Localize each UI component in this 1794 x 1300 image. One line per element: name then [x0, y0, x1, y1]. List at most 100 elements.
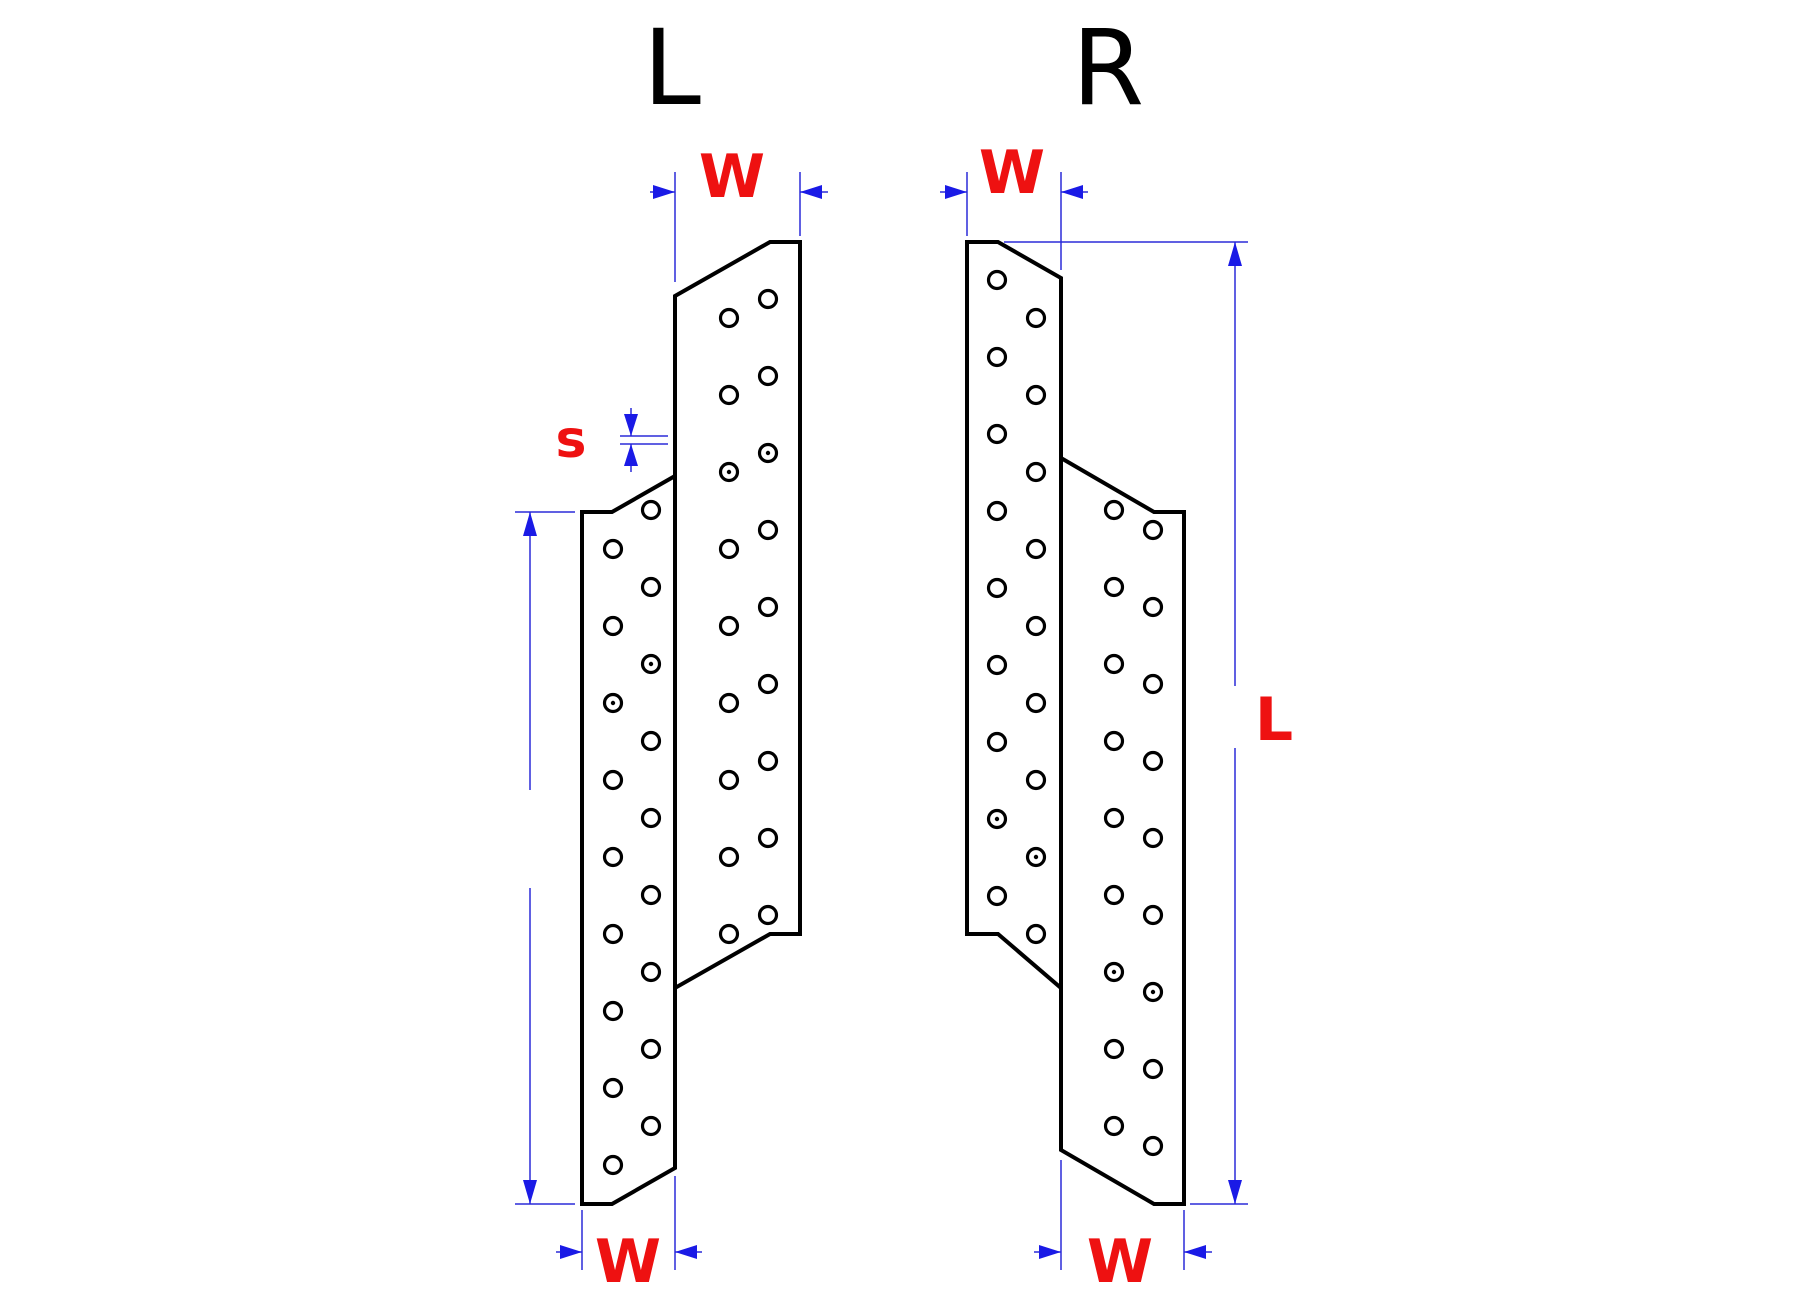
- arrow-left-icon: [800, 185, 822, 199]
- left-lower-plate-holes: [602, 499, 662, 1176]
- hole-icon: [986, 885, 1008, 907]
- hole-center-mark: [765, 450, 771, 456]
- hole-icon: [718, 692, 740, 714]
- hole-center-mark: [1150, 989, 1156, 995]
- arrow-up-icon: [523, 512, 537, 536]
- hole-icon: [640, 499, 662, 521]
- hole-icon: [1103, 1038, 1125, 1060]
- hole-icon: [757, 596, 779, 618]
- hole-icon: [718, 846, 740, 868]
- hole-icon: [640, 961, 662, 983]
- hole-icon: [757, 519, 779, 541]
- dimension-right-top-width: W: [940, 138, 1088, 270]
- arrow-left-icon: [1184, 1245, 1206, 1259]
- dimension-left-length: [515, 511, 575, 1205]
- hole-icon: [1142, 1135, 1164, 1157]
- left-top-width-label: W: [699, 142, 765, 212]
- hole-icon: [986, 346, 1008, 368]
- hole-icon: [757, 827, 779, 849]
- gap-s-label: s: [556, 410, 587, 470]
- arrow-left-icon: [1061, 185, 1083, 199]
- hole-icon: [602, 1000, 624, 1022]
- hole-icon: [640, 884, 662, 906]
- hole-icon: [1025, 307, 1047, 329]
- hole-center-mark: [994, 816, 1000, 822]
- hole-icon: [1025, 769, 1047, 791]
- hole-icon: [986, 269, 1008, 291]
- left-upper-plate-holes: [718, 288, 779, 945]
- hole-icon: [986, 577, 1008, 599]
- hole-icon: [757, 288, 779, 310]
- hole-icon: [1025, 461, 1047, 483]
- left-bottom-width-label: W: [595, 1227, 661, 1297]
- hole-icon: [1025, 384, 1047, 406]
- hole-icon: [986, 654, 1008, 676]
- hole-center-mark: [648, 661, 654, 667]
- arrow-down-icon: [1228, 1180, 1242, 1204]
- hole-icon: [1142, 904, 1164, 926]
- hole-icon: [1103, 884, 1125, 906]
- hole-icon: [757, 904, 779, 926]
- hole-icon: [602, 615, 624, 637]
- hole-icon: [602, 1077, 624, 1099]
- right-variant-heading: R: [1072, 7, 1144, 129]
- hole-icon: [1142, 596, 1164, 618]
- dimension-left-bottom-width: W: [556, 1176, 702, 1297]
- arrow-right-icon: [945, 185, 967, 199]
- hole-icon: [986, 423, 1008, 445]
- hole-icon: [1103, 499, 1125, 521]
- right-lower-plate-holes: [1103, 499, 1164, 1157]
- hole-center-mark: [1033, 854, 1039, 860]
- arrow-right-icon: [653, 185, 675, 199]
- hole-icon: [1142, 1058, 1164, 1080]
- hole-icon: [602, 769, 624, 791]
- hole-icon: [1142, 673, 1164, 695]
- arrow-up-icon: [624, 444, 638, 466]
- right-bottom-width-label: W: [1087, 1227, 1153, 1297]
- length-l-label: L: [1255, 685, 1293, 755]
- hole-icon: [602, 923, 624, 945]
- left-lower-plate: [580, 472, 677, 1206]
- hole-icon: [986, 731, 1008, 753]
- right-lower-plate: [1059, 454, 1186, 1206]
- right-upper-plate-holes: [986, 269, 1047, 945]
- hole-icon: [640, 1115, 662, 1137]
- hole-icon: [1025, 692, 1047, 714]
- hole-center-mark: [610, 700, 616, 706]
- hole-icon: [1025, 615, 1047, 637]
- dimension-right-bottom-width: W: [1034, 1160, 1212, 1297]
- hole-icon: [718, 615, 740, 637]
- hole-icon: [1103, 576, 1125, 598]
- hole-icon: [757, 365, 779, 387]
- hole-icon: [1103, 730, 1125, 752]
- hole-icon: [718, 769, 740, 791]
- hole-icon: [1142, 750, 1164, 772]
- hole-icon: [718, 307, 740, 329]
- hole-icon: [1142, 519, 1164, 541]
- hole-icon: [718, 538, 740, 560]
- dimension-left-top-width: W: [650, 142, 828, 282]
- hole-icon: [757, 673, 779, 695]
- arrow-up-icon: [1228, 242, 1242, 266]
- right-variant: [965, 240, 1186, 1206]
- hole-icon: [602, 1154, 624, 1176]
- hole-icon: [640, 1038, 662, 1060]
- hole-icon: [1025, 923, 1047, 945]
- hole-icon: [986, 500, 1008, 522]
- left-variant: [580, 240, 802, 1206]
- right-upper-plate: [965, 240, 1063, 993]
- hole-icon: [757, 750, 779, 772]
- arrow-right-icon: [1039, 1245, 1061, 1259]
- hole-icon: [602, 846, 624, 868]
- arrow-down-icon: [523, 1180, 537, 1204]
- hole-icon: [1103, 807, 1125, 829]
- hole-icon: [640, 576, 662, 598]
- hole-icon: [1103, 1115, 1125, 1137]
- hole-icon: [718, 923, 740, 945]
- arrow-left-icon: [675, 1245, 697, 1259]
- hole-icon: [1103, 653, 1125, 675]
- left-variant-heading: L: [643, 7, 701, 129]
- hole-icon: [602, 538, 624, 560]
- hole-icon: [1142, 827, 1164, 849]
